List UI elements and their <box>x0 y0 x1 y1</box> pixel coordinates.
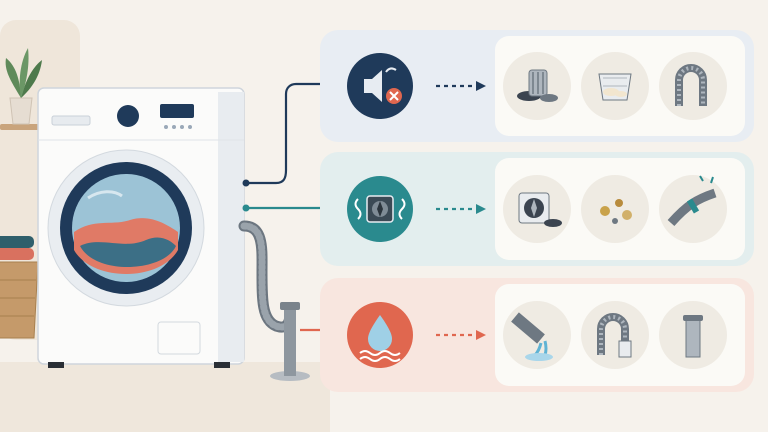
arrow-right-icon <box>436 81 486 91</box>
leaking-pipe-icon <box>503 301 571 369</box>
standpipe-icon <box>659 301 727 369</box>
row-vibration <box>320 152 754 266</box>
speaker-muted-icon <box>347 53 413 119</box>
row-leak <box>320 278 754 392</box>
coins-debris-icon <box>581 175 649 243</box>
lint-filter-basket-icon <box>581 52 649 120</box>
row-noise <box>320 30 754 142</box>
water-drop-icon <box>347 302 413 368</box>
troubleshooting-rows <box>320 30 754 392</box>
hose-loop-icon <box>581 301 649 369</box>
drain-pump-filter-icon <box>503 52 571 120</box>
laundry-basket-icon <box>0 261 39 339</box>
arrow-right-icon <box>436 204 486 214</box>
arrow-right-icon <box>436 330 486 340</box>
folded-towels-icon <box>0 236 34 260</box>
bent-drain-pipe-icon <box>659 52 727 120</box>
drain-standpipe-icon <box>270 302 310 381</box>
clamped-hose-icon <box>659 175 727 243</box>
potted-plant-icon <box>0 48 42 130</box>
drain-pump-icon <box>503 175 571 243</box>
vibrating-pump-icon <box>347 176 413 242</box>
washing-machine-icon <box>37 87 245 368</box>
